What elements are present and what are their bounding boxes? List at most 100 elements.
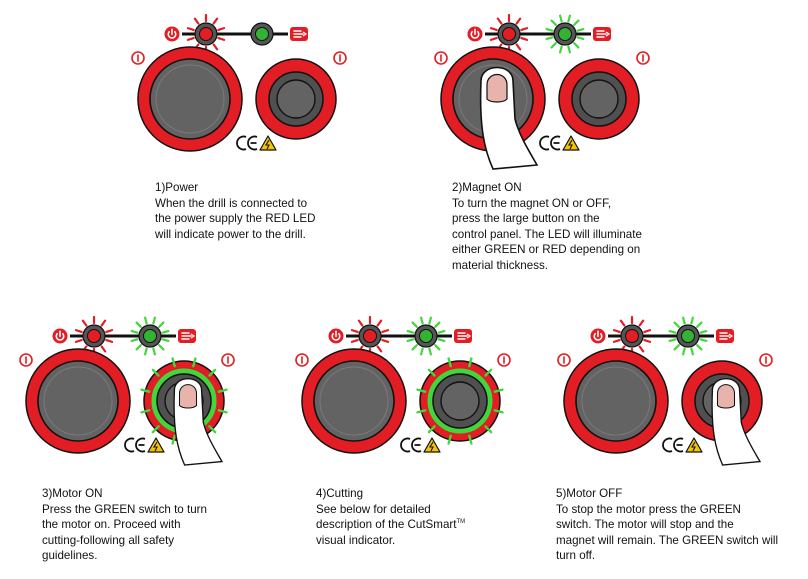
caption-line: When the drill is connected to (155, 196, 308, 210)
motor-button (276, 79, 316, 119)
green-led-glow-ray (690, 347, 695, 356)
motor-ring-glow-ray (468, 434, 473, 445)
warning-icon (685, 437, 703, 453)
warning-icon-triangle (423, 437, 441, 453)
red-led-glow-ray (515, 43, 522, 51)
motor-ring-glow-ray (192, 357, 197, 368)
red-led-glow-ray (515, 17, 522, 25)
green-led-glow-ray (696, 344, 703, 351)
green-led-glow-ray (545, 36, 554, 41)
green-led-glow-ray (152, 347, 157, 356)
green-led-glow-ray (135, 344, 142, 351)
caption-text: description of the CutSmart (316, 518, 457, 531)
drill-icon (716, 329, 734, 343)
green-led-glow-ray (681, 347, 686, 356)
green-led-glow-ray (161, 329, 170, 334)
caption-2: 2)Magnet ON To turn the magnet ON or OFF… (452, 180, 642, 273)
green-led-glow-ray (567, 14, 572, 23)
motor-ring-glow-ray (151, 368, 160, 377)
power-icon-arc (167, 30, 177, 39)
caption-1: 1)Power When the drill is connected to t… (155, 180, 315, 242)
ce-mark (539, 135, 561, 151)
indicator-i-icon (434, 51, 448, 65)
power-icon (467, 26, 483, 42)
motor-ring-glow-ray (151, 425, 160, 434)
warning-icon-bolt (691, 441, 696, 452)
green-led (255, 27, 269, 41)
red-led-glow-ray (105, 329, 114, 334)
indicator-i-icon (497, 353, 511, 367)
motor-ring-glow-ray (416, 388, 427, 393)
ce-mark-c (662, 437, 673, 453)
finger-icon (173, 378, 224, 466)
green-led-glow-ray (428, 347, 433, 356)
caption-line: guidelines. (42, 549, 98, 562)
indicator-i-icon (557, 353, 571, 367)
green-led-glow-ray (699, 338, 708, 343)
red-led-glow-ray (186, 36, 195, 41)
red-led (363, 329, 377, 343)
green-led-glow-ray (573, 19, 580, 26)
green-led-glow-ray (696, 321, 703, 328)
motor-button (440, 381, 480, 421)
green-led-glow-ray (673, 344, 680, 351)
warning-icon-bolt (429, 441, 434, 452)
green-led-glow-ray (558, 14, 563, 23)
red-led-glow-ray (489, 27, 498, 32)
motor-ring-lit (427, 368, 493, 434)
indicator-i-icon (131, 51, 145, 65)
red-led-glow-ray (74, 329, 83, 334)
caption-line: the power supply the RED LED (155, 212, 316, 225)
green-led-glow (545, 14, 585, 54)
green-led-glow-ray (558, 45, 563, 54)
finger-icon (479, 66, 539, 170)
green-led-glow (668, 316, 708, 356)
indicator-i-icon (759, 353, 773, 367)
caption-line: control panel. The LED will illuminate (452, 227, 642, 241)
drill-icon-tip (302, 31, 308, 37)
red-led-glow-ray (381, 329, 390, 334)
green-led-glow-ray (573, 42, 580, 49)
control-panel-graphic (295, 315, 511, 454)
motor-ring-glow (416, 357, 504, 445)
motor-ring-glow-ray (208, 425, 217, 434)
green-led (558, 27, 572, 41)
red-led-glow-ray (105, 338, 114, 343)
warning-icon-bolt (153, 441, 158, 452)
finger-nail (178, 384, 198, 409)
caption-4: 4)Cutting See below for detailed descrip… (316, 486, 465, 548)
panel-2-magnet-on (433, 13, 653, 170)
drill-icon (593, 27, 611, 41)
finger-hand (711, 378, 762, 466)
caption-line: To stop the motor press the GREEN (556, 502, 741, 516)
green-led (681, 329, 695, 343)
green-led-glow-ray (428, 316, 433, 325)
green-led (419, 329, 433, 343)
caption-line: either GREEN or RED depending on (452, 243, 641, 256)
ce-mark (124, 437, 146, 453)
green-led-glow (130, 316, 170, 356)
red-led (199, 27, 213, 41)
ce-mark-c (236, 135, 247, 151)
red-led-glow-ray (193, 17, 200, 25)
red-led-glow-ray (100, 319, 107, 327)
caption-line: will indicate power to the drill. (155, 227, 306, 241)
ce-mark (400, 437, 422, 453)
motor-ring-glow-ray (484, 425, 493, 434)
red-led-glow-ray (643, 329, 652, 334)
red-led (625, 329, 639, 343)
green-led-glow (406, 316, 446, 356)
green-led-glow-ray (130, 338, 139, 343)
motor-ring-glow-ray (427, 368, 436, 377)
motor-ring-glow-ray (427, 425, 436, 434)
ce-mark-e (550, 135, 561, 151)
drill-icon (290, 27, 308, 41)
magnet-button-rim (155, 64, 225, 134)
motor-ring-glow-ray (447, 434, 452, 445)
green-led-glow-ray (576, 36, 585, 41)
caption-line: cutting-following all safety (42, 533, 175, 547)
green-led-glow-ray (673, 321, 680, 328)
motor-ring-glow-ray (140, 388, 151, 393)
control-panel-graphic (557, 315, 773, 466)
red-led-glow-ray (186, 27, 195, 32)
